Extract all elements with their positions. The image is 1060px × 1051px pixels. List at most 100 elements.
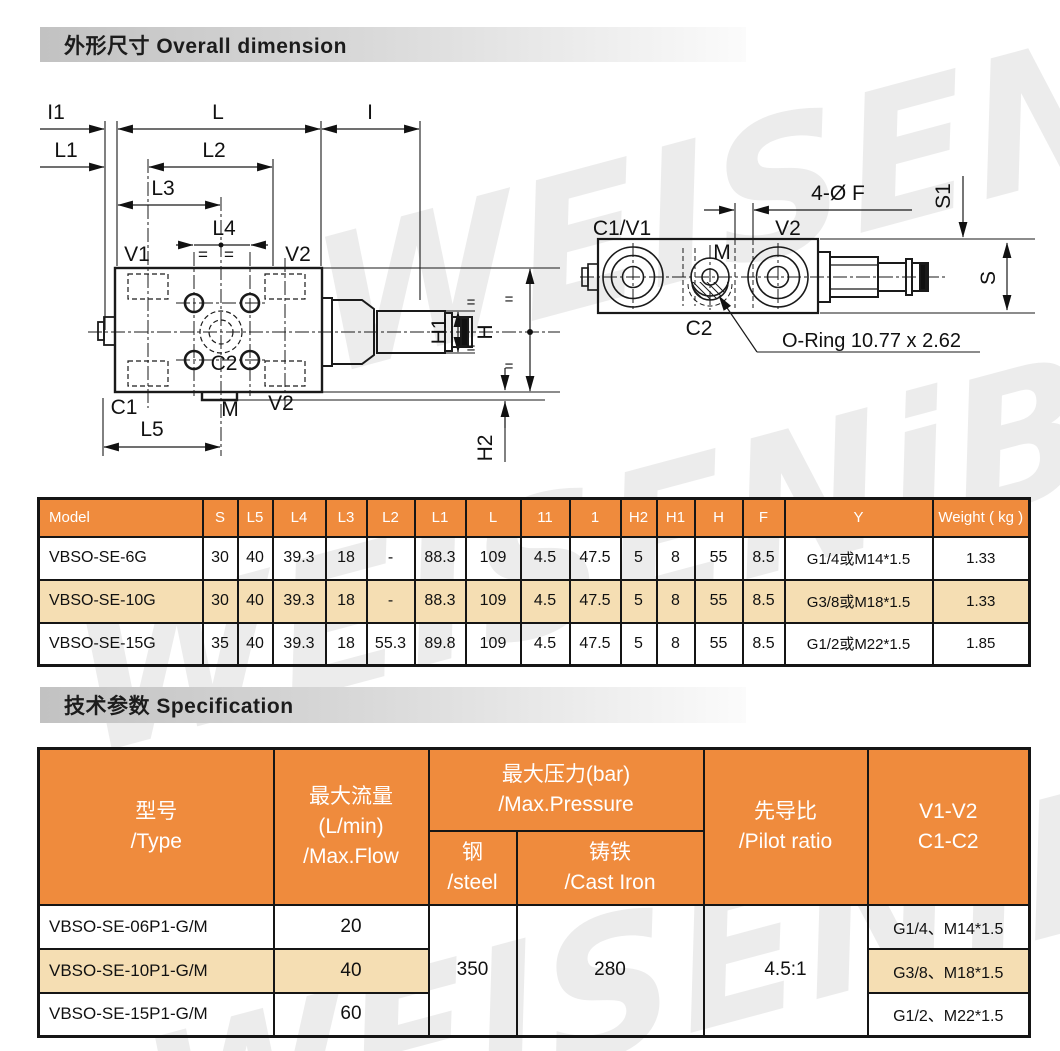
cell: 8.5 — [741, 578, 786, 624]
cell: 109 — [464, 578, 522, 624]
col-header-l5: L5 — [236, 497, 274, 538]
cell: 55 — [693, 535, 744, 581]
dim-table-row-highlighted: VBSO-SE-10G 30 40 39.3 18 - 88.3 109 4.5… — [37, 578, 1031, 624]
cell: 4.5 — [519, 535, 571, 581]
cell: 18 — [324, 621, 368, 667]
cell: 40 — [236, 535, 274, 581]
section-title: 技术参数 Specification — [64, 695, 294, 718]
col-header-pilot-ratio: 先导比 /Pilot ratio — [702, 747, 869, 906]
dim-label-l1: L1 — [54, 139, 77, 162]
symmetry-mark: = — [467, 294, 476, 311]
cell: - — [365, 578, 416, 624]
col-header-cast-iron: 铸铁 /Cast Iron — [515, 829, 705, 906]
technical-drawing: I1 L I L1 L2 L3 L4 V1 V2 = = C2 C1 M V2 … — [40, 101, 1035, 462]
cell: 30 — [201, 578, 239, 624]
col-header-model: Model — [37, 497, 204, 538]
cell-pilot-ratio: 4.5:1 — [702, 903, 869, 1038]
dim-label-l3: L3 — [151, 177, 174, 200]
col-header-h1: H1 — [655, 497, 696, 538]
dim-table-row: VBSO-SE-15G 35 40 39.3 18 55.3 89.8 109 … — [37, 621, 1031, 667]
dim-label-i1: I1 — [47, 101, 65, 124]
spec-subheader-row: 钢 /steel 铸铁 /Cast Iron — [39, 829, 1030, 906]
dim-label-s1: S1 — [932, 183, 955, 209]
port-label-v2: V2 — [285, 243, 311, 266]
cell-cast-iron-pressure: 280 — [515, 903, 705, 1038]
dim-label-l: L — [212, 101, 224, 124]
cell-steel-pressure: 350 — [427, 903, 518, 1038]
col-header-weight: Weight ( kg ) — [931, 497, 1031, 538]
dim-table-header-row: Model S L5 L4 L3 L2 L1 L 11 1 H2 H1 H F … — [37, 497, 1031, 538]
spec-header-row: 型号 /Type 最大流量 (L/min) /Max.Flow 最大压力(bar… — [37, 747, 1031, 906]
section-heading-specification: 技术参数 Specification — [40, 687, 746, 723]
col-header-h: H — [693, 497, 744, 538]
cell-thread: G1/2或M22*1.5 — [783, 621, 934, 667]
cell: 5 — [619, 578, 658, 624]
label-cn: 最大压力(bar) — [501, 762, 631, 786]
cell-model: VBSO-SE-10G — [37, 578, 204, 624]
cell: 39.3 — [271, 535, 327, 581]
col-header-max-flow: 最大流量 (L/min) /Max.Flow — [272, 747, 430, 906]
cell-model: VBSO-SE-06P1-G/M — [37, 903, 275, 950]
label-cn: 型号 — [135, 799, 178, 823]
label-unit: (L/min) — [318, 814, 384, 838]
dim-label-l5: L5 — [140, 418, 163, 441]
port-label-v1: V1 — [124, 243, 150, 266]
port-label-m: M — [713, 241, 731, 264]
label-en: /Pilot ratio — [738, 829, 833, 853]
cell: 39.3 — [271, 578, 327, 624]
cell: 47.5 — [568, 621, 622, 667]
symmetry-mark: = — [505, 358, 514, 375]
spec-row: VBSO-SE-06P1-G/M 20 350 280 4.5:1 G1/4、M… — [37, 903, 1031, 1038]
section-heading-overall-dimension: 外形尺寸 Overall dimension — [40, 27, 746, 62]
cell: 4.5 — [519, 578, 571, 624]
col-header-s: S — [201, 497, 239, 538]
cell-flow: 20 — [272, 903, 430, 950]
dim-table-row: VBSO-SE-6G 30 40 39.3 18 - 88.3 109 4.5 … — [37, 535, 1031, 581]
port-label-c2: C2 — [211, 352, 238, 375]
col-header-i1: 11 — [519, 497, 571, 538]
cell: 35 — [201, 621, 239, 667]
label-en: /Max.Pressure — [498, 792, 634, 816]
cell-weight: 1.85 — [931, 621, 1031, 667]
label-ports-1: V1-V2 — [919, 799, 978, 823]
cell: 109 — [464, 535, 522, 581]
cell: 47.5 — [568, 578, 622, 624]
dim-label-l2: L2 — [202, 139, 225, 162]
cell: 4.5 — [519, 621, 571, 667]
symmetry-mark: = — [467, 340, 476, 357]
section-title: 外形尺寸 Overall dimension — [64, 34, 347, 58]
cell-flow: 40 — [272, 947, 430, 994]
cell: 5 — [619, 535, 658, 581]
dim-label-h: H — [474, 324, 497, 339]
cell-model: VBSO-SE-10P1-G/M — [37, 947, 275, 994]
col-header-max-pressure: 最大压力(bar) /Max.Pressure — [427, 747, 705, 832]
cell: 8 — [655, 621, 696, 667]
cell: 40 — [236, 621, 274, 667]
cell: 40 — [236, 578, 274, 624]
col-header-l2: L2 — [365, 497, 416, 538]
cell: 8.5 — [741, 535, 786, 581]
cell: 5 — [619, 621, 658, 667]
cell-weight: 1.33 — [931, 578, 1031, 624]
cell-model: VBSO-SE-6G — [37, 535, 204, 581]
dim-label-s: S — [977, 271, 1000, 285]
col-header-f: F — [741, 497, 786, 538]
label-en: /Cast Iron — [564, 870, 656, 894]
dimension-table: Model S L5 L4 L3 L2 L1 L 11 1 H2 H1 H F … — [37, 497, 1031, 667]
col-header-l: L — [464, 497, 522, 538]
spec-row: VBSO-SE-15P1-G/M 60 G1/2、M22*1.5 — [37, 991, 1031, 1038]
col-header-type: 型号 /Type — [37, 747, 275, 906]
col-header-h2: H2 — [619, 497, 658, 538]
label-ports-2: C1-C2 — [917, 829, 979, 853]
cell: 8 — [655, 535, 696, 581]
port-label-c2: C2 — [686, 317, 713, 340]
dim-label-h2: H2 — [474, 435, 497, 462]
right-view — [580, 176, 1035, 353]
col-header-l1: L1 — [413, 497, 467, 538]
label-cn: 铸铁 — [589, 840, 631, 864]
cell-thread: G1/4或M14*1.5 — [783, 535, 934, 581]
cell: 47.5 — [568, 535, 622, 581]
cell-thread: G3/8或M18*1.5 — [783, 578, 934, 624]
dim-label-4df: 4-Ø F — [811, 182, 865, 205]
